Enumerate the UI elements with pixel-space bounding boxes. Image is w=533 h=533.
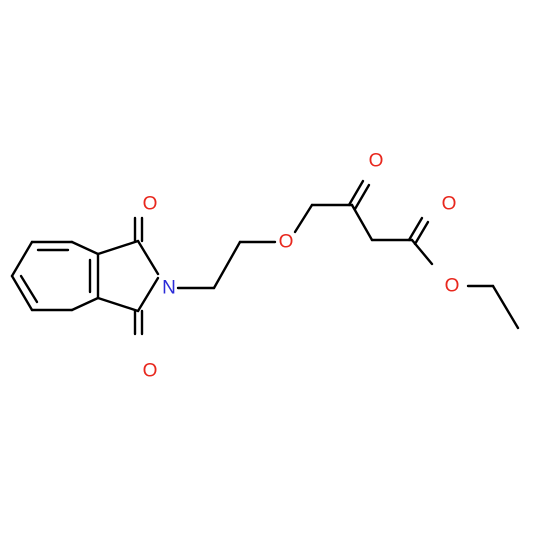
bond <box>96 239 140 256</box>
ketoester-chain <box>293 179 520 330</box>
bond <box>212 240 242 290</box>
bond-double <box>353 183 371 211</box>
bond-double <box>413 220 430 246</box>
atom-label-o: O <box>279 232 294 253</box>
atom-label-o: O <box>143 361 158 382</box>
bond <box>10 240 34 278</box>
bond <box>96 296 140 313</box>
atom-label-o: O <box>369 151 384 172</box>
benzene-ring <box>10 240 100 312</box>
atom-label-o: O <box>143 194 158 215</box>
atom-label-o: O <box>445 276 460 297</box>
bond-double <box>347 179 365 207</box>
bond <box>70 296 100 312</box>
bond <box>136 276 160 313</box>
bond <box>70 240 100 256</box>
atom-label-n: N <box>162 278 176 299</box>
bond <box>10 274 34 312</box>
bond <box>491 284 520 330</box>
ethylene-linker <box>176 240 277 290</box>
bond <box>350 203 374 242</box>
bond <box>293 203 314 234</box>
bond-inner <box>19 274 39 304</box>
imide-ring <box>96 216 160 336</box>
atom-label-o: O <box>442 194 457 215</box>
bond-double <box>407 216 424 242</box>
bond <box>136 239 160 276</box>
